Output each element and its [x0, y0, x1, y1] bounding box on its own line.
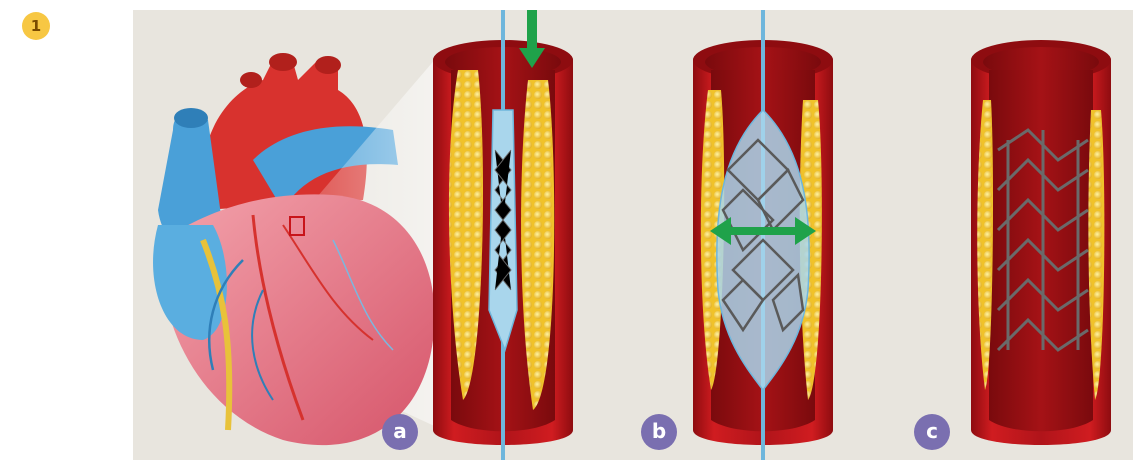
illustration-panel: a b c	[133, 10, 1133, 460]
artery-a	[433, 10, 573, 460]
step-badge-c: c	[914, 414, 950, 450]
artery-b	[693, 10, 833, 460]
step-badge-a: a	[382, 414, 418, 450]
step-badge-b: b	[641, 414, 677, 450]
artery-c	[971, 40, 1111, 445]
angioplasty-illustration	[133, 10, 1133, 460]
figure-number-badge: 1	[22, 12, 50, 40]
